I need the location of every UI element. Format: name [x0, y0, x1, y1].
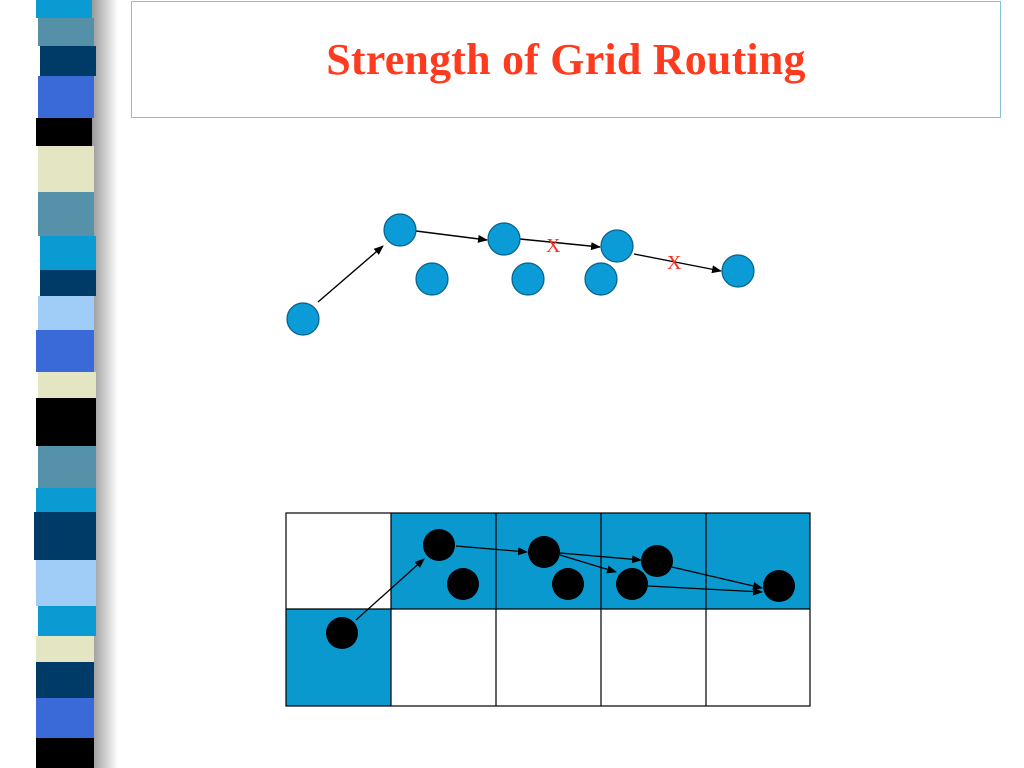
- route-arrow: [415, 230, 488, 243]
- grid-node: [552, 568, 584, 600]
- grid-node: [616, 568, 648, 600]
- decorative-side-strip: [34, 0, 118, 768]
- route-arrow: [671, 566, 763, 590]
- route-arrow: [559, 552, 642, 564]
- title-box: Strength of Grid Routing: [131, 1, 1001, 118]
- blocked-link-mark: X: [546, 235, 561, 257]
- node: [487, 222, 521, 256]
- grid-node: [447, 568, 479, 600]
- grid-node: [641, 545, 673, 577]
- grid-cell-filled: [706, 513, 810, 609]
- free-routing-diagram: X X: [286, 213, 755, 336]
- node: [584, 262, 618, 296]
- grid-node: [763, 570, 795, 602]
- grid-cell-filled: [391, 513, 496, 609]
- route-arrow: [519, 238, 601, 251]
- node: [600, 229, 634, 263]
- route-arrow: [355, 558, 425, 621]
- blocked-link-mark: X: [667, 252, 682, 274]
- node: [286, 302, 320, 336]
- route-arrow: [647, 585, 763, 596]
- grid-node: [423, 529, 455, 561]
- grid-node: [326, 617, 358, 649]
- slide-title: Strength of Grid Routing: [326, 35, 806, 84]
- route-arrow: [317, 245, 384, 303]
- route-arrow: [559, 554, 617, 574]
- node: [721, 254, 755, 288]
- node: [415, 262, 449, 296]
- grid-node: [528, 536, 560, 568]
- grid-routing-grid: [285, 512, 811, 707]
- node: [383, 213, 417, 247]
- route-arrow: [455, 545, 528, 556]
- node: [511, 262, 545, 296]
- route-arrow: [633, 253, 722, 274]
